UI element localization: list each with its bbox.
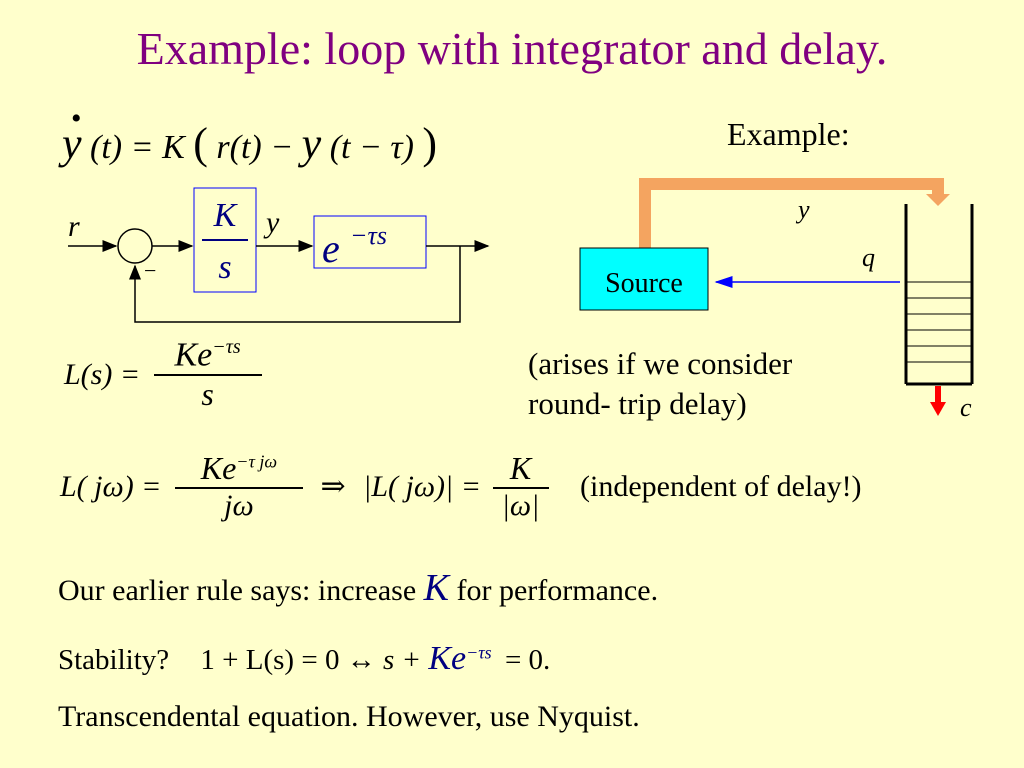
pipe-arrowhead (926, 194, 950, 206)
source-box (579, 247, 709, 311)
y-dot: • y (62, 102, 82, 168)
rule-line: Our earlier rule says: increase K for pe… (58, 567, 659, 609)
pipe (639, 178, 944, 248)
example-diagram: y Source q c (579, 178, 974, 422)
input-label: r (68, 210, 80, 243)
magnitude-frac: K |ω| (492, 450, 549, 523)
output-label: y (263, 206, 280, 239)
label-q: q (862, 243, 875, 272)
stability-line: Stability? 1 + L(s) = 0 ↔ s + Ke−τs = 0. (58, 640, 551, 677)
delay-independence-note: (independent of delay!) (580, 469, 862, 503)
roundtrip-note: (arises if we consider round- trip delay… (528, 346, 793, 421)
delay-base: e (322, 226, 340, 271)
gain-den: s (218, 249, 231, 286)
delay-exp: −τs (350, 221, 387, 250)
drain-arrowhead (930, 402, 946, 416)
block-diagram: r − K s y e −τs (68, 187, 490, 323)
delay-block (313, 215, 427, 269)
minus-sign: − (144, 258, 156, 283)
example-heading: Example: (727, 116, 850, 152)
loop-transfer-eq: L(s) = Ke−τs s (64, 336, 262, 413)
dot-mark: • (71, 102, 82, 135)
gain-block (193, 187, 257, 293)
label-y: y (795, 195, 810, 224)
final-line: Transcendental equation. However, use Ny… (58, 700, 640, 733)
source-label: Source (605, 268, 683, 299)
frequency-response-eq: L( jω) = Ke−τ jω jω ⇒ |L( jω)| = K |ω| (… (60, 450, 862, 523)
tank-fill-lines (906, 281, 972, 363)
freq-frac: Ke−τ jω jω (174, 450, 303, 523)
slide-title: Example: loop with integrator and delay. (136, 23, 888, 74)
ode-equation: • y (t) = K ( r(t) − y (t − τ) ) (62, 102, 438, 168)
gain-num: K (213, 197, 239, 234)
loop-transfer-frac: Ke−τs s (153, 336, 262, 413)
feedback-path (129, 246, 461, 323)
label-c: c (960, 393, 972, 422)
